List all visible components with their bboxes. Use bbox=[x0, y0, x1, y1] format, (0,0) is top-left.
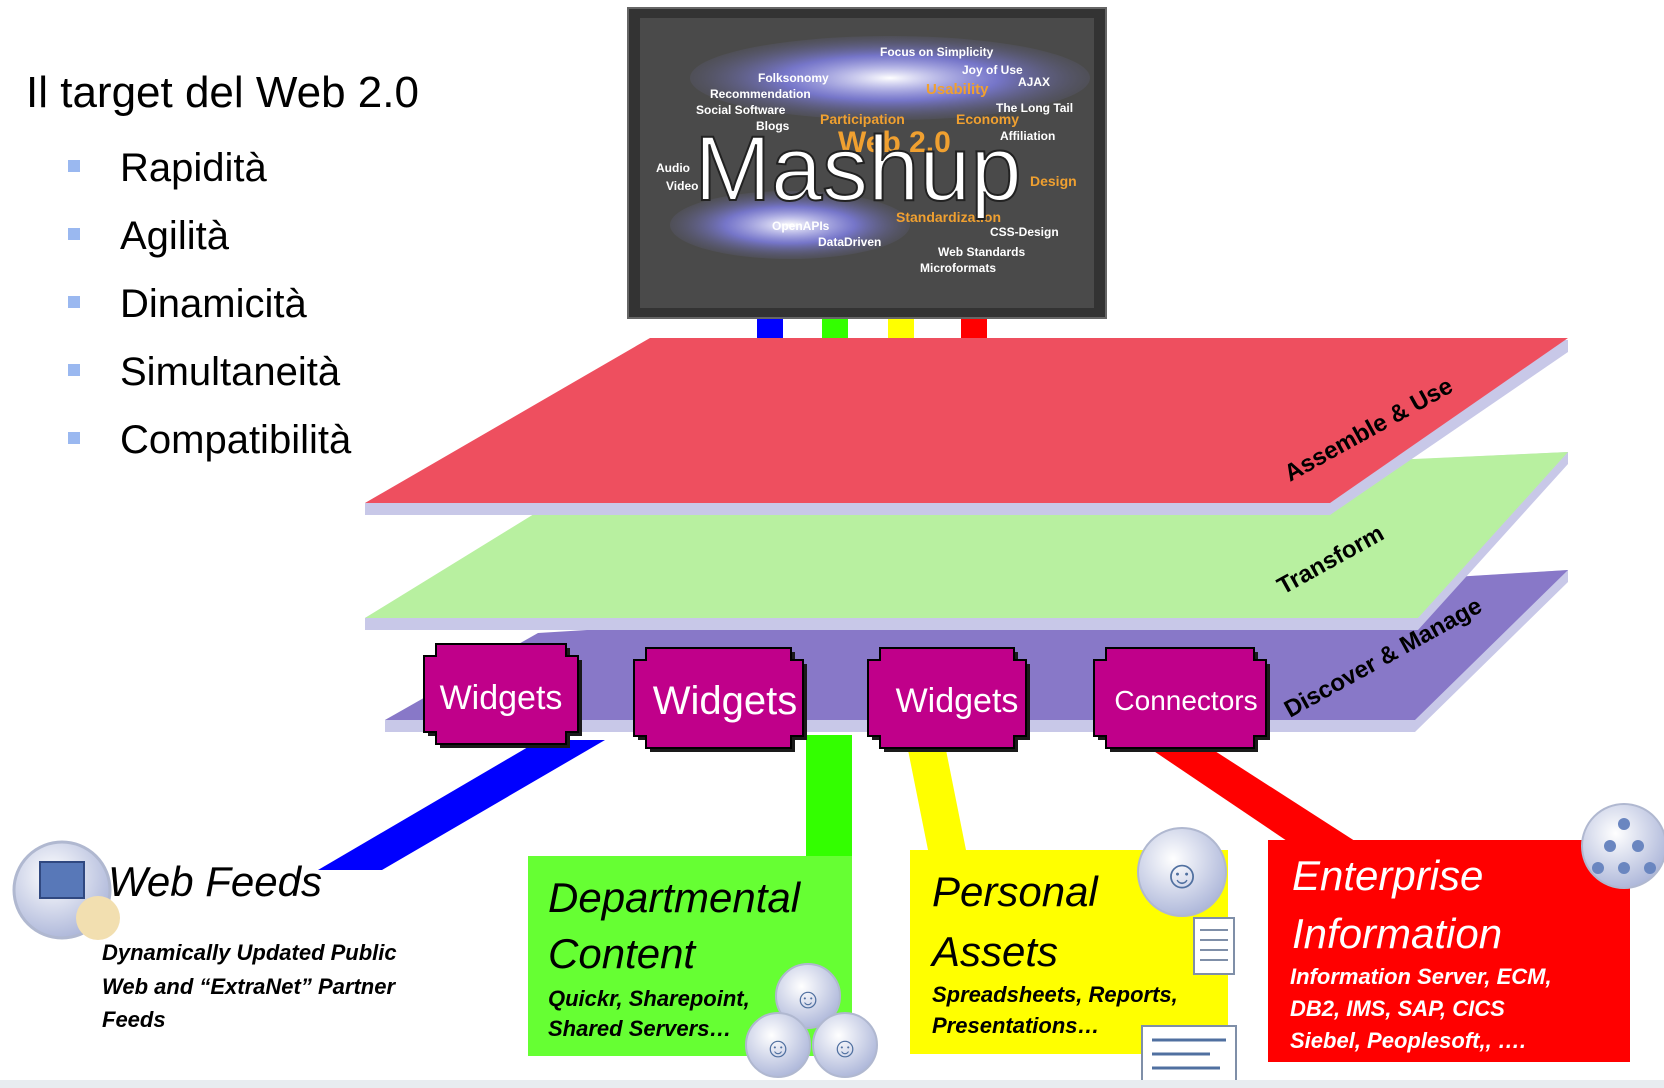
enterprise-subtitle-line: Information Server, ECM, bbox=[1290, 964, 1552, 989]
person-glyph: ☺ bbox=[1162, 853, 1203, 897]
bullet-label: Simultaneità bbox=[120, 350, 341, 394]
departmental-content-source: Departmental Content Quickr, Sharepoint,… bbox=[528, 856, 878, 1078]
bullet-square-icon bbox=[68, 432, 80, 445]
cloud-word: AJAX bbox=[1018, 75, 1050, 89]
widget-1[interactable]: Widgets bbox=[423, 643, 582, 748]
person-icon bbox=[1137, 827, 1227, 917]
departmental-subtitle-line: Quickr, Sharepoint, bbox=[548, 986, 750, 1011]
person-glyph: ☺ bbox=[831, 1032, 860, 1063]
cloud-word: Audio bbox=[656, 161, 690, 175]
web-feeds-subtitle-line: Dynamically Updated Public bbox=[102, 940, 397, 965]
widget-3[interactable]: Widgets bbox=[867, 647, 1030, 752]
user-head-icon bbox=[76, 896, 120, 940]
departmental-title-line: Content bbox=[548, 930, 697, 977]
personal-subtitle-line: Spreadsheets, Reports, bbox=[932, 982, 1178, 1007]
blue-feed-band bbox=[318, 740, 605, 870]
bullet-square-icon bbox=[68, 364, 80, 377]
enterprise-subtitle-line: Siebel, Peoplesoft,, …. bbox=[1290, 1028, 1526, 1053]
enterprise-box bbox=[1268, 840, 1630, 1062]
departmental-title-line: Departmental bbox=[548, 874, 802, 921]
enterprise-title-line: Information bbox=[1292, 910, 1502, 957]
document-icon bbox=[1193, 917, 1235, 975]
yellow-assets-band bbox=[905, 735, 968, 860]
bullet-item: Agilità bbox=[68, 214, 229, 259]
personal-subtitle-line: Presentations… bbox=[932, 1013, 1100, 1038]
cloud-word: Design bbox=[1030, 173, 1077, 189]
cloud-word: Participation bbox=[820, 111, 905, 127]
mashup-label: Mashup bbox=[694, 118, 1021, 220]
web-feeds-subtitle-line: Web and “ExtraNet” Partner bbox=[102, 974, 396, 999]
bullet-item: Rapidità bbox=[68, 146, 267, 191]
person-glyph: ☺ bbox=[764, 1032, 793, 1063]
cloud-word: Video bbox=[666, 179, 698, 193]
red-enterprise-band bbox=[1130, 735, 1400, 870]
departmental-subtitle-line: Shared Servers… bbox=[548, 1016, 731, 1041]
personal-title-line: Personal bbox=[932, 868, 1099, 915]
web-feeds-title: Web Feeds bbox=[108, 858, 322, 905]
cloud-word: Affiliation bbox=[1000, 129, 1055, 143]
network-icon bbox=[1581, 803, 1664, 889]
widget-label: Widgets bbox=[653, 679, 798, 723]
layer-assemble-use: Assemble & Use bbox=[365, 338, 1568, 515]
widget-label: Widgets bbox=[440, 679, 563, 717]
cloud-word: CSS-Design bbox=[990, 225, 1059, 239]
cloud-word: Web 2.0 bbox=[838, 126, 951, 159]
enterprise-information-source: Enterprise Information Information Serve… bbox=[1268, 803, 1664, 1062]
cloud-word: Social Software bbox=[696, 103, 786, 117]
bullet-square-icon bbox=[68, 296, 80, 309]
cloud-word: Blogs bbox=[756, 119, 790, 133]
connectors-box[interactable]: Connectors bbox=[1093, 647, 1270, 752]
person-icon bbox=[812, 1012, 878, 1078]
bullet-item: Simultaneità bbox=[68, 350, 340, 395]
green-content-band bbox=[806, 735, 852, 865]
bullet-square-icon bbox=[68, 228, 80, 241]
slide-title: Il target del Web 2.0 bbox=[26, 68, 419, 117]
cloud-word: Joy of Use bbox=[962, 63, 1023, 77]
person-icon bbox=[775, 963, 841, 1029]
cloud-word: OpenAPIs bbox=[772, 219, 830, 233]
cloud-ellipse bbox=[690, 36, 1090, 120]
person-icon bbox=[745, 1012, 811, 1078]
cloud-word: Economy bbox=[956, 111, 1019, 127]
bullet-label: Agilità bbox=[120, 214, 229, 258]
personal-title-line: Assets bbox=[929, 928, 1058, 975]
web-feeds-source: Web Feeds Dynamically Updated Public Web… bbox=[12, 840, 397, 1032]
bullet-label: Rapidità bbox=[120, 146, 267, 190]
web-feeds-subtitle-line: Feeds bbox=[102, 1007, 166, 1032]
cloud-word: Standardization bbox=[896, 209, 1001, 225]
bullet-item: Dinamicità bbox=[68, 282, 307, 327]
cloud-word: Web Standards bbox=[938, 245, 1025, 259]
bullet-label: Dinamicità bbox=[120, 282, 307, 326]
cloud-ellipse bbox=[670, 191, 910, 259]
cloud-word: Recommendation bbox=[710, 87, 811, 101]
bottom-stripe bbox=[0, 1080, 1664, 1088]
cloud-word: Focus on Simplicity bbox=[880, 45, 994, 59]
personal-assets-source: Personal Assets Spreadsheets, Reports, P… bbox=[910, 827, 1237, 1087]
bullet-square-icon bbox=[68, 160, 80, 173]
cloud-word: DataDriven bbox=[818, 235, 881, 249]
cloud-word: Usability bbox=[926, 81, 989, 98]
presentation-icon bbox=[1141, 1025, 1237, 1087]
cloud-word: The Long Tail bbox=[996, 101, 1073, 115]
connectors-label: Connectors bbox=[1114, 685, 1257, 716]
widget-label: Widgets bbox=[896, 682, 1019, 720]
network-nodes-icon bbox=[1592, 818, 1656, 874]
enterprise-subtitle-line: DB2, IMS, SAP, CICS bbox=[1290, 996, 1505, 1021]
mashup-screen: Focus on Simplicity Joy of Use Usability… bbox=[627, 7, 1107, 319]
enterprise-title-line: Enterprise bbox=[1292, 852, 1483, 899]
person-glyph: ☺ bbox=[794, 983, 823, 1014]
widget-2[interactable]: Widgets bbox=[633, 647, 807, 752]
monitor-icon-screen bbox=[39, 861, 85, 899]
bullet-label: Compatibilità bbox=[120, 418, 352, 462]
bullet-item: Compatibilità bbox=[68, 418, 351, 463]
cloud-word: Microformats bbox=[920, 261, 996, 275]
cloud-word: Folksonomy bbox=[758, 71, 829, 85]
